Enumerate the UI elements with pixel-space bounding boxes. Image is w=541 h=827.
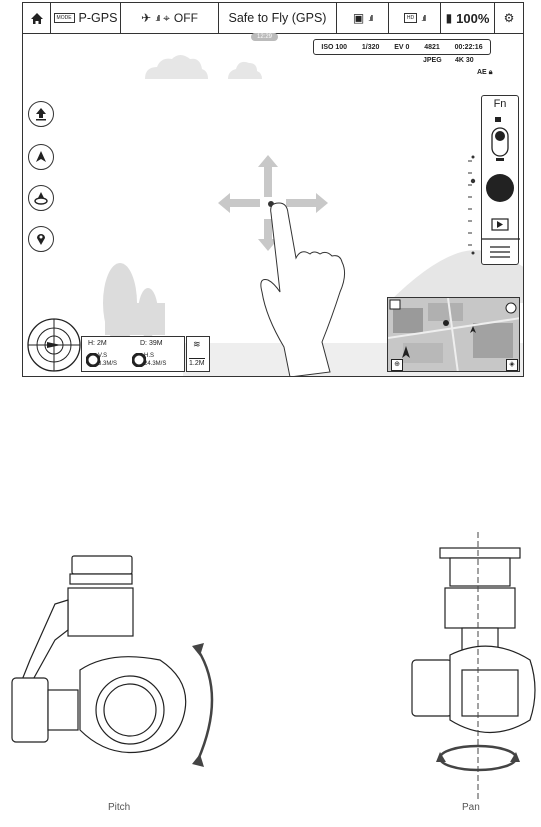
flight-mode-label: P-GPS — [79, 11, 118, 25]
pan-gimbal-drawing — [412, 548, 535, 733]
video-resolution: 4K 30 — [455, 57, 474, 64]
camera-parameters-bar[interactable]: ISO 100 1/320 EV 0 4821 00:22:16 — [313, 39, 491, 55]
hs-value: 24.3M/S — [144, 361, 166, 367]
flight-time-badge: 12:29 — [251, 33, 278, 41]
return-to-home-button[interactable] — [28, 144, 54, 170]
vision-positioning-icon: ⌖ — [163, 11, 170, 26]
home-icon — [30, 12, 44, 25]
vision-status-label: OFF — [174, 11, 198, 25]
playback-icon[interactable] — [491, 218, 509, 232]
ae-label: AE — [477, 69, 487, 76]
flight-mode-indicator[interactable]: MODE P-GPS — [51, 3, 121, 33]
battery-icon: ▮ — [446, 11, 453, 25]
vs-value: 8.3M/S — [98, 361, 117, 367]
battery-percentage: 100% — [456, 11, 489, 26]
waypoint-button[interactable] — [28, 226, 54, 252]
home-button[interactable] — [23, 3, 51, 33]
ae-lock[interactable]: AE 🔒︎ — [477, 69, 492, 77]
hs-label: H.S — [144, 353, 154, 359]
pan-caption: Pan — [462, 802, 480, 813]
satellite-map-image — [388, 298, 520, 372]
distance-readout: D: 39M — [140, 340, 163, 347]
vision-positioning-readout: ≋ 1.2M — [186, 336, 210, 372]
flight-telemetry-panel: H: 2M D: 39M V.S 8.3M/S H.S 24.3M/S — [81, 336, 185, 372]
record-time: 00:22:16 — [455, 44, 483, 51]
fn-button[interactable]: Fn — [482, 98, 518, 110]
remote-controller-signal-icon: ▣ — [353, 11, 364, 25]
vps-height: 1.2M — [189, 358, 205, 367]
ev-value: EV 0 — [394, 44, 409, 51]
hd-signal-icon: HD — [404, 13, 417, 23]
map-zoom-icon[interactable]: ⊕ — [391, 359, 403, 371]
safe-status-label: Safe to Fly (GPS) — [229, 11, 327, 25]
mode-badge: MODE — [54, 13, 75, 23]
auto-takeoff-icon — [34, 107, 48, 121]
camera-mode-toggle[interactable] — [492, 116, 508, 124]
shutter-button-icon[interactable] — [486, 174, 516, 204]
auto-takeoff-button[interactable] — [28, 101, 54, 127]
rc-signal-indicator[interactable]: ▣ .ıll — [337, 3, 389, 33]
image-format: JPEG — [423, 57, 442, 64]
mini-map[interactable]: ⊕ ◈ — [387, 297, 520, 372]
settings-button[interactable]: ⚙ — [495, 3, 523, 33]
hd-signal-bars: .ıll — [421, 14, 425, 23]
dji-go-camera-view: MODE P-GPS ✈ .ıll ⌖ OFF Safe to Fly (GPS… — [22, 2, 524, 377]
intelligent-flight-mode-button[interactable] — [28, 185, 54, 211]
vs-label: V.S — [98, 353, 107, 359]
camera-control-panel: Fn — [481, 95, 519, 265]
safe-to-fly-status[interactable]: Safe to Fly (GPS) — [219, 3, 337, 33]
intelligent-flight-mode-icon — [33, 191, 49, 205]
return-to-home-icon — [34, 150, 48, 164]
pitch-caption: Pitch — [108, 802, 130, 813]
rc-signal-bars: .ıll — [368, 14, 372, 23]
map-clear-icon[interactable]: ◈ — [506, 359, 518, 371]
iso-value: ISO 100 — [321, 44, 347, 51]
pitch-gimbal-drawing — [12, 556, 186, 753]
hd-signal-indicator[interactable]: HD .ıll — [389, 3, 441, 33]
gear-icon: ⚙ — [504, 11, 515, 25]
camera-settings-icon[interactable] — [488, 242, 514, 260]
shutter-value: 1/320 — [362, 44, 380, 51]
satellite-icon: ✈ — [141, 11, 151, 25]
storage-capacity: 4821 — [424, 44, 440, 51]
gimbal-illustrations — [0, 530, 541, 800]
vps-icon: ≋ — [193, 339, 201, 350]
gps-signal-bars: .ıll — [155, 14, 159, 23]
status-bar: MODE P-GPS ✈ .ıll ⌖ OFF Safe to Fly (GPS… — [23, 3, 523, 34]
waypoint-icon — [34, 232, 48, 246]
attitude-indicator — [25, 316, 83, 374]
gps-vision-status[interactable]: ✈ .ıll ⌖ OFF — [121, 3, 219, 33]
battery-indicator[interactable]: ▮ 100% — [441, 3, 495, 33]
height-readout: H: 2M — [88, 340, 107, 347]
lock-icon: 🔒︎ — [489, 69, 493, 76]
